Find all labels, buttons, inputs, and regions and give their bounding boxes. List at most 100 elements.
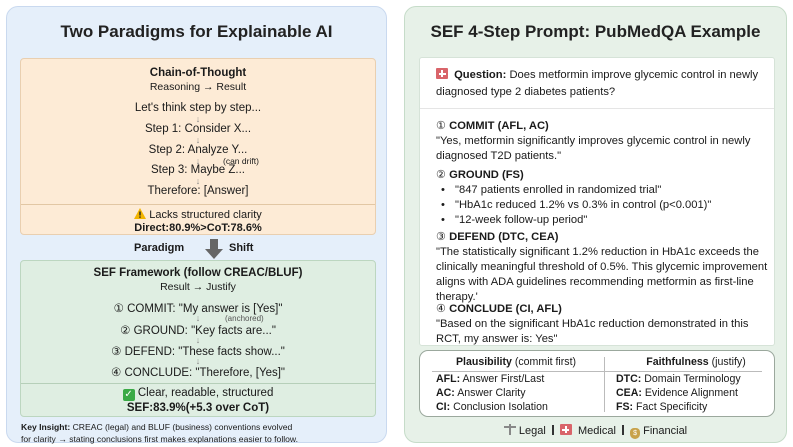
insight-line2: for clarity → stating conclusions first … (21, 434, 299, 444)
metric-desc: Answer First/Last (462, 373, 545, 385)
metrics-legend: Plausibility (commit first) AFL: Answer … (419, 350, 775, 417)
cot-score: Direct:80.9%>CoT:78.6% (134, 222, 262, 234)
sef-check: ✓ Clear, readable, structured (21, 387, 375, 401)
metric-code: CI: (436, 401, 451, 413)
cot-step-1: Step 1: Consider X... (144, 123, 252, 135)
question-label: Question: (454, 69, 507, 81)
hospital-icon (559, 424, 572, 435)
metric-code: CEA: (616, 387, 642, 399)
legend-divider (604, 357, 605, 412)
sef-example-title: SEF 4-Step Prompt: PubMedQA Example (430, 22, 761, 41)
ground-head: GROUND (FS) (449, 169, 524, 181)
faithfulness-head: Faithfulness (646, 356, 709, 368)
metric-code: AC: (436, 387, 455, 399)
faithfulness-note: (justify) (711, 356, 746, 368)
plausibility-column: Plausibility (commit first) AFL: Answer … (436, 355, 596, 414)
plausibility-head: Plausibility (455, 356, 512, 368)
commit-section: ① COMMIT (AFL, AC) "Yes, metformin signi… (436, 119, 771, 164)
insight-label: Key Insight: (21, 422, 71, 432)
conclude-text: "Based on the significant HbA1c reductio… (436, 318, 749, 345)
down-arrow-icon: ↓ (195, 313, 201, 323)
paradigm-label: Paradigm (134, 242, 185, 254)
sef-step-ground: ② GROUND: "Key facts are..." (120, 325, 276, 337)
warning-icon (134, 208, 147, 219)
defend-text: "The statistically significant 1.2% redu… (436, 246, 768, 303)
sef-step-conclude: ④ CONCLUDE: "Therefore, [Yes]" (111, 367, 285, 379)
metric-desc: Answer Clarity (457, 387, 526, 399)
sef-example-panel: SEF 4-Step Prompt: PubMedQA Example Ques… (404, 6, 787, 443)
key-insight: Key Insight: CREAC (legal) and BLUF (bus… (21, 421, 381, 445)
plausibility-note: (commit first) (514, 356, 577, 368)
cot-step-4: Therefore: [Answer] (147, 185, 249, 197)
metric-desc: Conclusion Isolation (453, 401, 548, 413)
domain-financial: Financial (643, 425, 688, 437)
down-arrow-icon: ↓ (195, 114, 201, 124)
shift-arrow-icon (205, 239, 223, 259)
paradigm-shift: Paradigm Shift (7, 239, 386, 259)
metric-code: DTC: (616, 373, 642, 385)
metric-desc: Evidence Alignment (644, 387, 738, 399)
sef-step-commit: ① COMMIT: "My answer is [Yes]" (113, 303, 283, 315)
separator (621, 425, 624, 435)
down-arrow-icon: ↓ (195, 156, 201, 166)
ground-bullet: "12-week follow-up period" (439, 213, 771, 228)
check-icon: ✓ (122, 389, 135, 401)
sef-subheading: Result → Justify (160, 281, 236, 293)
cot-warning-text: Lacks structured clarity (149, 209, 262, 221)
question-divider (420, 108, 774, 109)
paradigms-title: Two Paradigms for Explainable AI (60, 22, 333, 41)
down-arrow-icon: ↓ (195, 356, 201, 366)
defend-head: DEFEND (DTC, CEA) (449, 231, 559, 243)
legend-rule (432, 371, 762, 372)
down-arrow-icon: ↓ (195, 176, 201, 186)
commit-number: ① (436, 120, 447, 132)
commit-text: "Yes, metformin significantly improves g… (436, 135, 751, 162)
domains-row: Legal Medical $ Financial (405, 424, 786, 439)
down-arrow-icon: ↓ (195, 135, 201, 145)
defend-section: ③ DEFEND (DTC, CEA) "The statistically s… (436, 230, 771, 305)
separator (551, 425, 554, 435)
domain-legal: Legal (518, 425, 546, 437)
paradigms-panel: Two Paradigms for Explainable AI Chain-o… (6, 6, 387, 445)
sef-score: SEF:83.9%(+5.3 over CoT) (126, 402, 270, 414)
cot-subheading: Reasoning → Result (149, 81, 247, 93)
ground-number: ② (436, 169, 447, 181)
domain-medical: Medical (578, 425, 616, 437)
cot-step-0: Let's think step by step... (134, 102, 262, 114)
money-bag-icon: $ (630, 428, 641, 439)
cot-step-2: Step 2: Analyze Y... (148, 144, 248, 156)
commit-head: COMMIT (AFL, AC) (449, 120, 549, 132)
scales-icon (503, 424, 516, 435)
ground-bullet: "847 patients enrolled in randomized tri… (439, 183, 771, 198)
question: Question: Does metformin improve glycemi… (436, 67, 766, 101)
ground-bullet: "HbA1c reduced 1.2% vs 0.3% in control (… (439, 198, 771, 213)
conclude-head: CONCLUDE (CI, AFL) (449, 303, 562, 315)
shift-label: Shift (229, 242, 254, 254)
example-content: Question: Does metformin improve glycemi… (419, 57, 775, 346)
cot-warning: Lacks structured clarity (21, 208, 375, 221)
conclude-section: ④ CONCLUDE (CI, AFL) "Based on the signi… (436, 302, 771, 347)
conclude-number: ④ (436, 303, 447, 315)
metric-code: AFL: (436, 373, 461, 385)
metric-code: FS: (616, 401, 634, 413)
anchored-note: (anchored) (225, 314, 264, 323)
sef-step-defend: ③ DEFEND: "These facts show..." (111, 346, 285, 358)
cot-divider (21, 204, 375, 205)
hospital-icon (436, 68, 448, 79)
metric-desc: Domain Terminology (644, 373, 741, 385)
sef-check-text: Clear, readable, structured (137, 387, 274, 399)
sef-heading: SEF Framework (follow CREAC/BLUF) (93, 267, 303, 279)
metric-desc: Fact Specificity (636, 401, 708, 413)
down-arrow-icon: ↓ (195, 335, 201, 345)
sef-box: SEF Framework (follow CREAC/BLUF) Result… (20, 260, 376, 417)
cot-heading: Chain-of-Thought (149, 67, 247, 79)
cot-step-3: Step 3: Maybe Z... (151, 164, 245, 176)
sef-divider (21, 383, 375, 384)
ground-section: ② GROUND (FS) "847 patients enrolled in … (436, 168, 771, 228)
drift-note: (can drift) (223, 156, 259, 166)
question-text: Does metformin improve glycemic control … (436, 69, 759, 98)
cot-box: Chain-of-Thought Reasoning → Result Let'… (20, 58, 376, 235)
insight-line1: CREAC (legal) and BLUF (business) conven… (72, 422, 293, 432)
defend-number: ③ (436, 231, 447, 243)
faithfulness-column: Faithfulness (justify) DTC: Domain Termi… (616, 355, 776, 414)
